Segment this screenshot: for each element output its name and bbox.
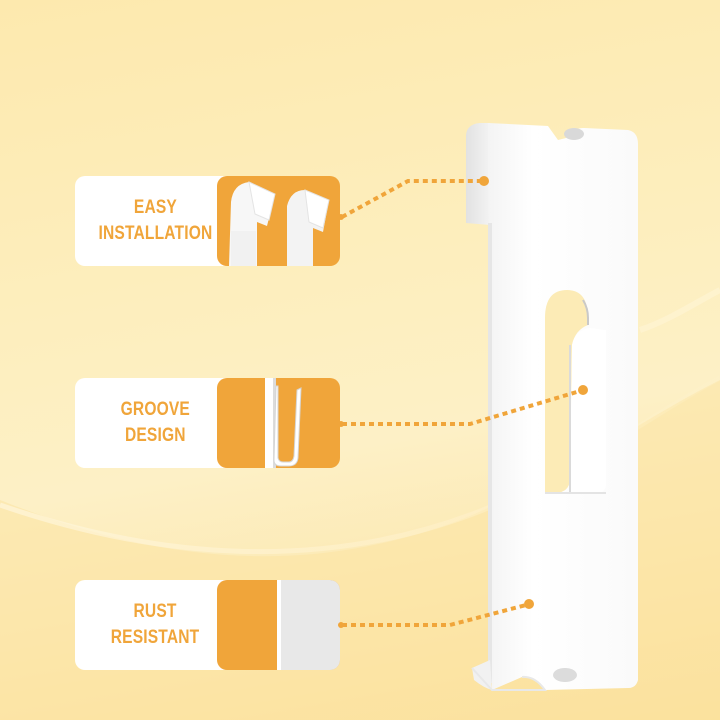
feature-image-groove: [217, 378, 340, 468]
feature-label-line2: INSTALLATION: [98, 223, 212, 244]
feature-label-line2: RESISTANT: [110, 627, 200, 648]
feature-label: EASY INSTALLATION: [98, 195, 212, 247]
feature-card-rust-resistant: RUST RESISTANT: [75, 580, 340, 670]
feature-label-box: EASY INSTALLATION: [75, 176, 235, 266]
feature-label: RUST RESISTANT: [111, 599, 200, 651]
feature-label-box: RUST RESISTANT: [75, 580, 235, 670]
feature-label: GROOVE DESIGN: [120, 397, 189, 449]
hook-closeup-icon: [229, 181, 330, 266]
feature-label-line1: GROOVE: [120, 399, 190, 420]
feature-image-surface: [217, 580, 340, 670]
feature-label-line2: DESIGN: [124, 425, 186, 446]
feature-label-line1: EASY: [133, 197, 177, 218]
feature-label-line1: RUST: [133, 601, 177, 622]
feature-image-hooks: [217, 176, 340, 266]
feature-card-easy-installation: EASY INSTALLATION: [75, 176, 340, 266]
feature-label-box: GROOVE DESIGN: [75, 378, 235, 468]
feature-card-groove-design: GROOVE DESIGN: [75, 378, 340, 468]
surface-closeup-icon: [277, 580, 340, 670]
groove-closeup-icon: [265, 378, 302, 468]
